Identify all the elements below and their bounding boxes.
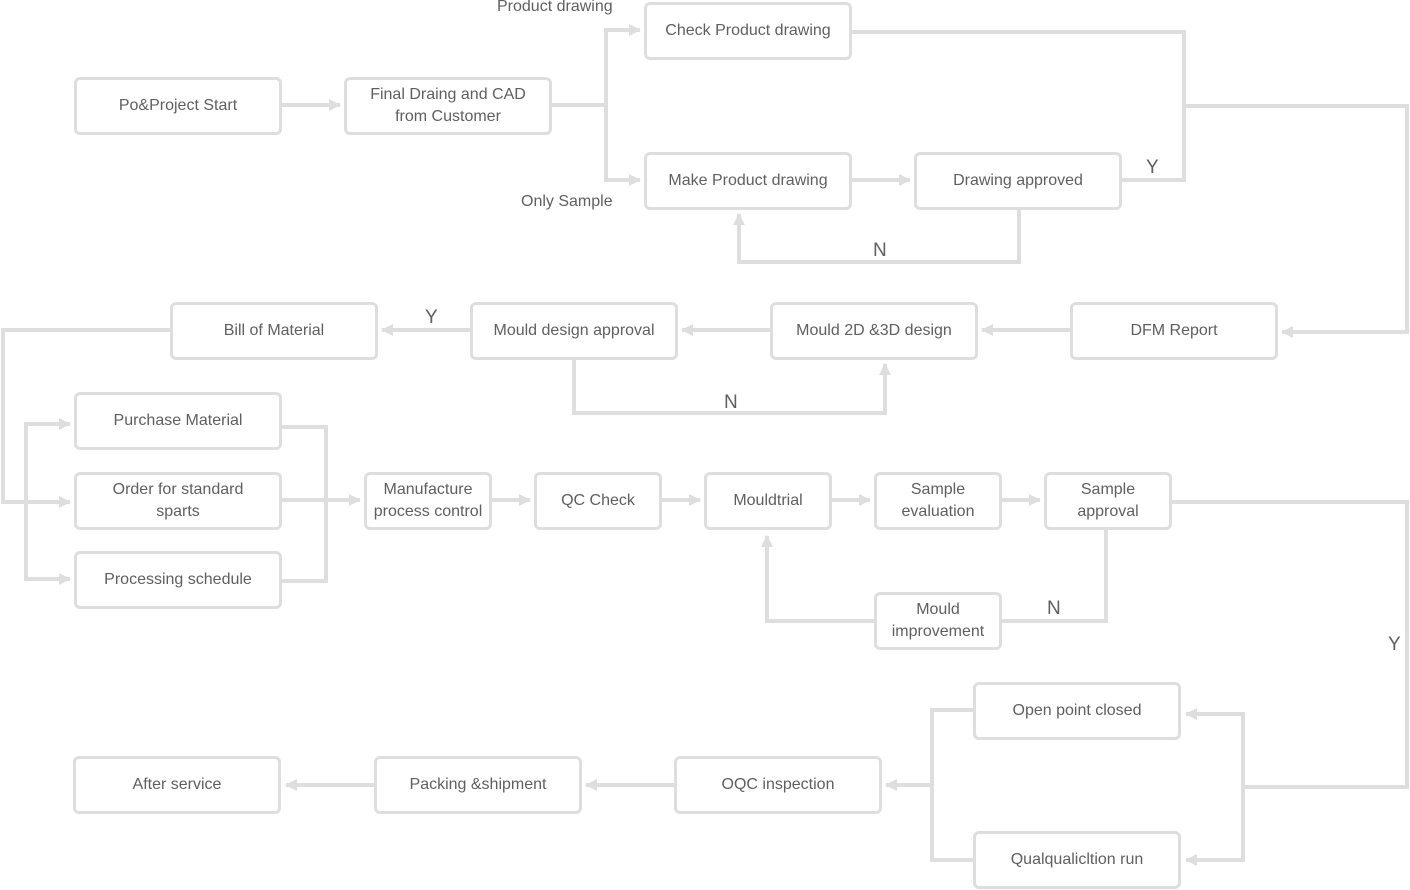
node-oqc-inspection: OQC inspection: [674, 756, 882, 814]
node-packing-shipment: Packing &shipment: [374, 756, 582, 814]
node-mould-design-approval: Mould design approval: [470, 302, 678, 360]
label-drawing-yes: Y: [1146, 157, 1159, 178]
line-sample-no-to-improvement: [1002, 530, 1108, 623]
node-manufacture-process-control: Manufacture process control: [364, 472, 492, 530]
node-po-project-start: Po&Project Start: [74, 77, 282, 135]
line-check-to-merge: [852, 30, 1186, 106]
node-purchase-material: Purchase Material: [74, 392, 282, 450]
line-approved-yes: [1122, 106, 1186, 182]
arrow-branch-to-make: [604, 105, 641, 186]
node-drawing-approved: Drawing approved: [914, 152, 1122, 210]
node-bill-of-material: Bill of Material: [170, 302, 378, 360]
node-after-service: After service: [73, 756, 281, 814]
arrow-branch-to-check: [604, 24, 641, 105]
node-dfm-report: DFM Report: [1070, 302, 1278, 360]
node-order-standard-parts: Order for standard sparts: [74, 472, 282, 530]
arrow-merge-to-dfm: [1184, 104, 1409, 338]
line-final-merge: [930, 708, 973, 862]
node-check-product-drawing: Check Product drawing: [644, 2, 852, 60]
node-final-drawing: Final Draing and CAD from Customer: [344, 77, 552, 135]
node-mould-improvement: Mould improvement: [874, 592, 1002, 650]
node-qc-check: QC Check: [534, 472, 662, 530]
node-sample-approval: Sample approval: [1044, 472, 1172, 530]
arrow-improvement-to-mouldtrial: [761, 535, 874, 623]
label-product-drawing: Product drawing: [497, 0, 613, 15]
arrow-to-processing: [24, 502, 71, 585]
node-processing-schedule: Processing schedule: [74, 551, 282, 609]
line-purchase-merge: [282, 425, 328, 583]
node-make-product-drawing: Make Product drawing: [644, 152, 852, 210]
label-mould-design-yes: Y: [425, 307, 438, 328]
label-sample-no: N: [1047, 598, 1061, 619]
node-mouldtrial: Mouldtrial: [704, 472, 832, 530]
arrow-to-qualification: [1185, 787, 1245, 866]
label-drawing-no: N: [873, 240, 887, 261]
label-mould-design-no: N: [724, 392, 738, 413]
node-mould-2d3d-design: Mould 2D &3D design: [770, 302, 978, 360]
node-sample-evaluation: Sample evaluation: [874, 472, 1002, 530]
label-only-sample: Only Sample: [521, 193, 613, 210]
node-open-point-closed: Open point closed: [973, 682, 1181, 740]
arrow-to-open-point: [1185, 708, 1245, 787]
arrow-approval-no-to-mould-design: [572, 360, 891, 415]
arrow-approved-no-to-make: [733, 210, 1021, 264]
node-qualification-run: Qualqualicltion run: [973, 831, 1181, 889]
line-sample-yes: [1172, 500, 1409, 789]
arrow-bom-to-order: [1, 328, 170, 508]
label-sample-yes: Y: [1388, 634, 1401, 655]
